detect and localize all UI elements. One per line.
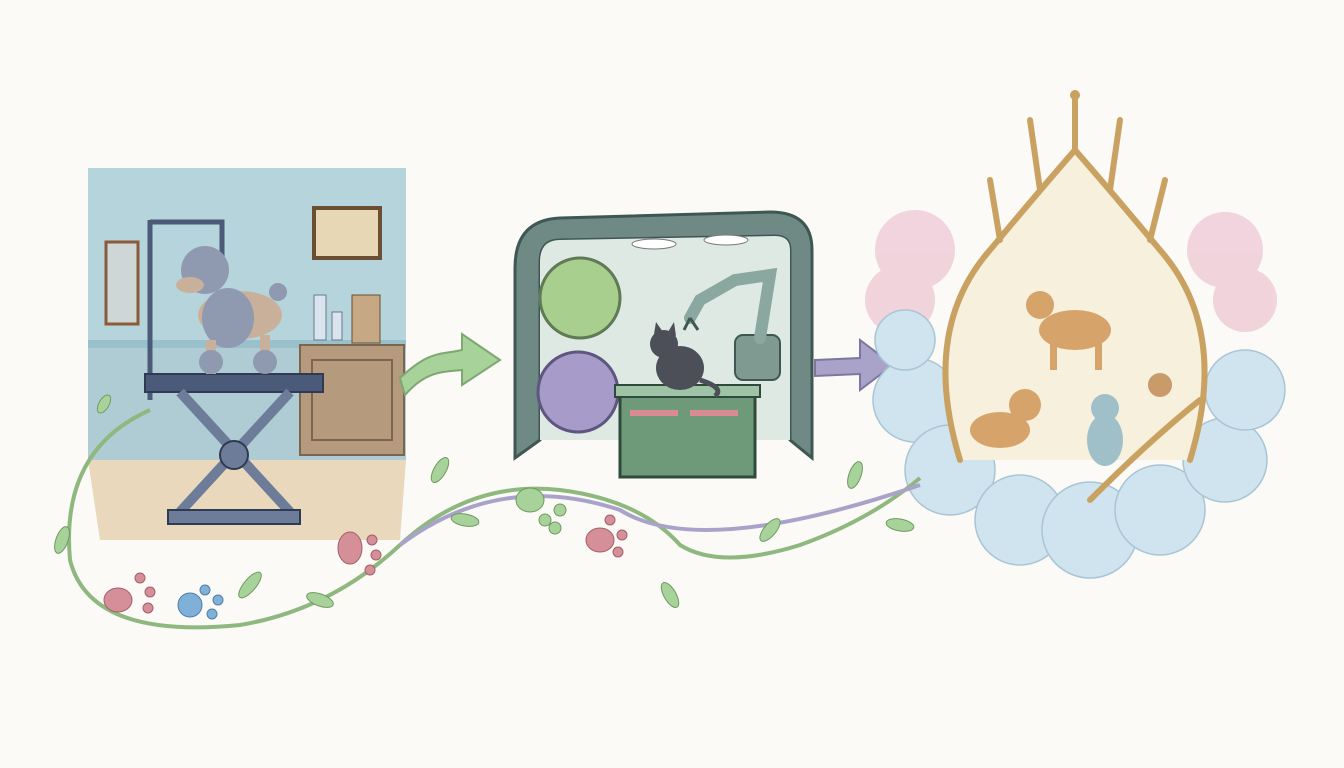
robot-arm-icon (682, 267, 781, 381)
arrow-right-icon-2 (814, 337, 895, 393)
cloud-heaven-scene (865, 90, 1286, 579)
grooming-salon-scene (88, 168, 406, 540)
purple-orb-icon (536, 350, 620, 434)
blue-cat-icon (1087, 394, 1123, 466)
bottles-icon (313, 294, 381, 344)
paw-print-icon-green (515, 487, 567, 535)
vine-decoration (54, 394, 922, 630)
green-orb-icon (538, 256, 622, 340)
dog-icon (1026, 291, 1111, 370)
flying-cat-icon (1148, 373, 1172, 397)
paw-print-icon-blue (177, 584, 224, 620)
hourglass-icon (104, 240, 140, 326)
cat-icon (650, 322, 721, 398)
poodle-icon (176, 246, 287, 374)
paw-print-icon (103, 514, 628, 614)
cat-icon-2 (970, 389, 1041, 448)
golden-branches-icon (942, 97, 1208, 503)
lab-pod-scene (513, 210, 814, 479)
grooming-table (144, 373, 324, 393)
arrow-right-icon (398, 332, 502, 398)
dog-portrait-icon (312, 206, 382, 260)
